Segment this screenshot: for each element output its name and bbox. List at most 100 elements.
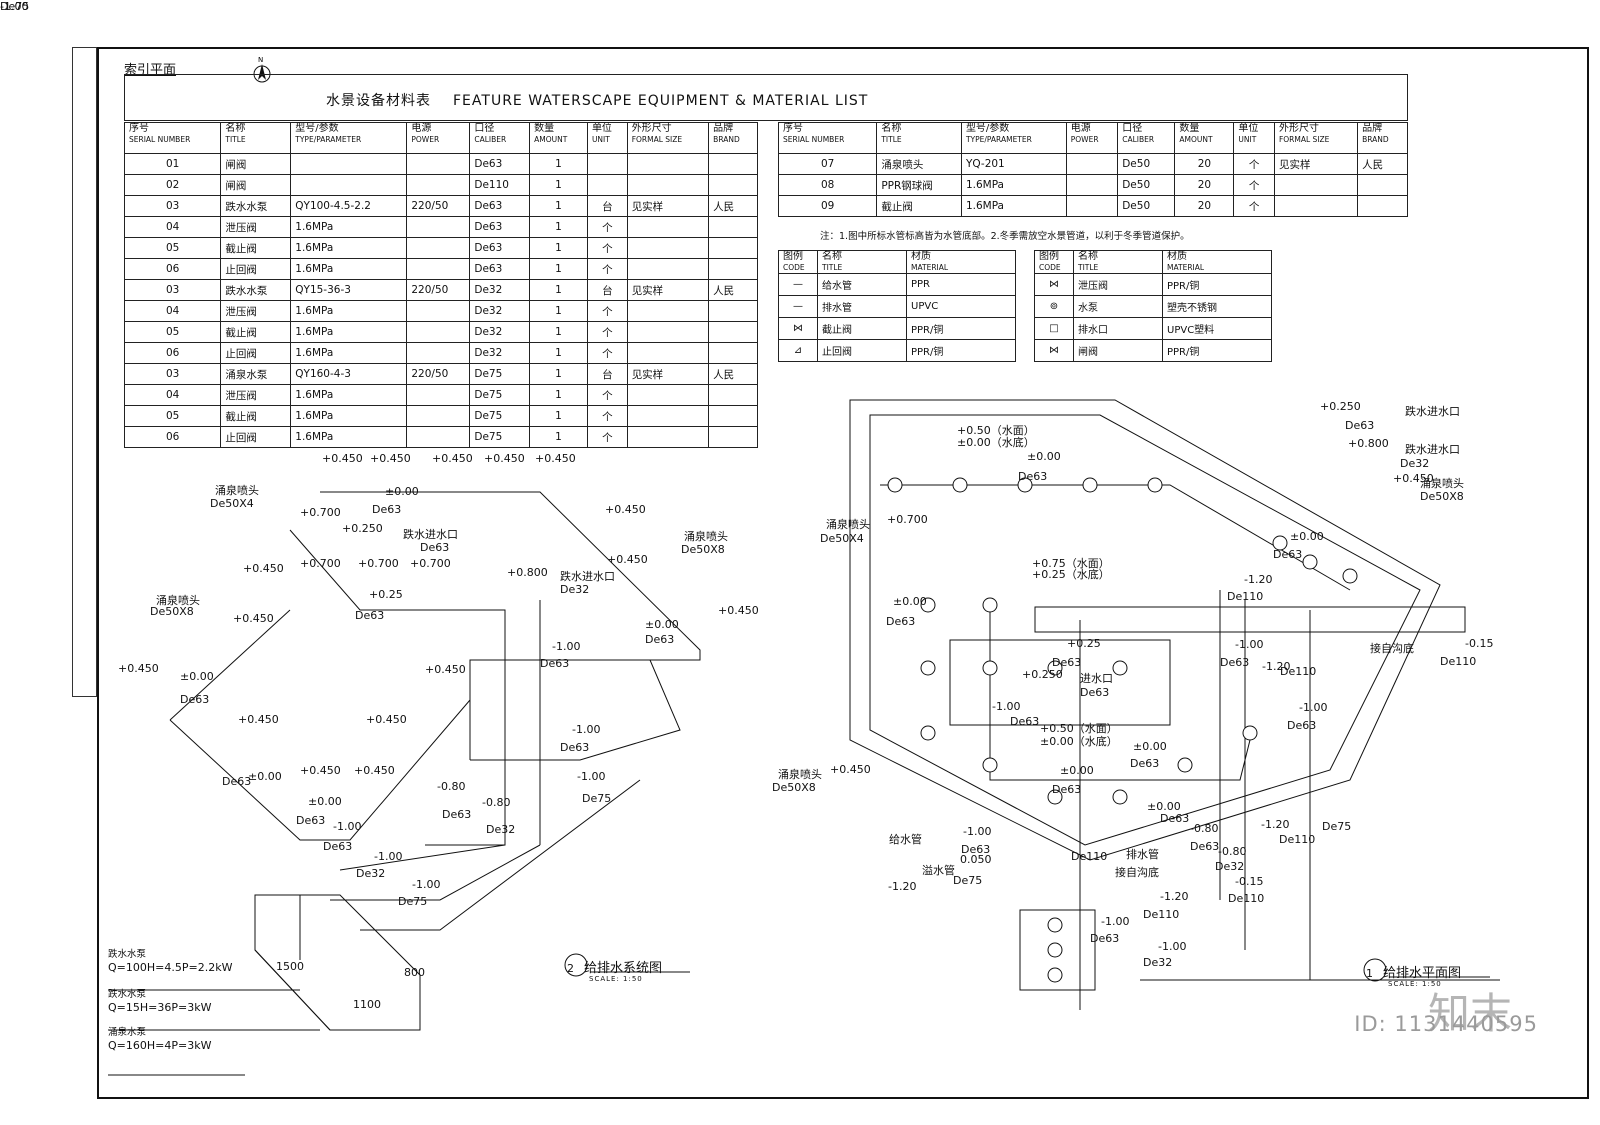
diagram-label: De110: [1440, 655, 1477, 668]
table-cell: De32: [469, 279, 531, 301]
diagram-label: 跌水进水口: [1405, 405, 1460, 418]
diagram-label: +0.450: [243, 562, 284, 575]
table-note: 注：1.图中所标水管标高皆为水管底部。2.冬季需放空水景管道，以利于冬季管道保护…: [820, 231, 1190, 242]
diagram-label: -1.20: [1244, 573, 1273, 586]
column-header-en: UNIT: [1238, 135, 1257, 144]
diagram-label: De63: [886, 615, 916, 628]
diagram-label: De110: [1071, 850, 1108, 863]
column-header-cn: 外形尺寸: [1278, 123, 1319, 134]
column-header-cn: 口径: [474, 123, 495, 134]
diagram-label: De75: [582, 792, 612, 805]
system-pipe: [289, 529, 506, 846]
plan-inner-wall: [869, 414, 1421, 846]
diagram-label: -1.00: [1158, 940, 1187, 953]
table-cell: De110: [469, 174, 531, 196]
diagram-label: ±0.00: [1133, 740, 1167, 753]
column-header-cn: 数量: [534, 123, 555, 134]
diagram-label: 接自沟底: [1370, 642, 1414, 655]
drawing-1-scale: SCALE: 1:50: [1388, 980, 1442, 988]
diagram-label: 涌泉喷头: [778, 768, 822, 781]
table-cell: 03: [123, 363, 222, 385]
column-header-cn: 名称: [225, 123, 246, 134]
diagram-label: De63: [560, 741, 590, 754]
pump-name: 涌泉水泵: [108, 1027, 147, 1038]
diagram-label: De32: [486, 823, 516, 836]
column-header-cn: 口径: [1122, 123, 1143, 134]
column-header-en: TITLE: [881, 135, 902, 144]
diagram-label: De32: [1143, 956, 1173, 969]
diagram-label: +0.450: [605, 503, 646, 516]
plan-basin: [949, 639, 1171, 726]
diagram-label: +0.800: [1348, 437, 1389, 450]
table-cell: 220/50: [406, 279, 471, 301]
legend-row: ⊚水泵塑壳不锈钢: [1034, 295, 1272, 318]
table-cell: QY160-4-3: [290, 363, 408, 385]
legend-header-cn: 名称: [822, 251, 842, 262]
pump-name: 跌水水泵: [108, 989, 147, 1000]
diagram-label: +0.450: [118, 662, 159, 675]
column-header-en: SERIAL NUMBER: [129, 135, 191, 144]
diagram-label: De63: [1052, 783, 1082, 796]
pump-spec: Q=100H=4.5P=2.2kW: [108, 961, 233, 974]
diagram-label: De63: [1080, 686, 1110, 699]
diagram-label: De63: [442, 808, 472, 821]
diagram-label: De63: [296, 814, 326, 827]
legend-header-cn: 图例: [783, 251, 803, 262]
diagram-label: ±0.00: [248, 770, 282, 783]
table-cell: 1.6MPa: [960, 174, 1067, 196]
diagram-label: 跌水进水口: [560, 570, 615, 583]
drawing-1-name: 给排水平面图: [1383, 966, 1462, 981]
column-header-en: BRAND: [1362, 135, 1389, 144]
diagram-label: +0.450: [322, 452, 363, 465]
diagram-label: +0.450: [432, 452, 473, 465]
legend-name: 止回阀: [817, 339, 907, 362]
legend-header-en: CODE: [783, 263, 805, 272]
column-header-cn: 数量: [1179, 123, 1200, 134]
diagram-label: ±0.00: [893, 595, 927, 608]
title-block-strip: [72, 47, 97, 697]
diagram-label: 涌泉喷头: [215, 484, 259, 497]
table-cell: De75: [469, 405, 531, 427]
diagram-label: -1.20: [1262, 660, 1291, 673]
diagram-label: 涌泉喷头: [684, 530, 728, 543]
diagram-label: +0.450: [484, 452, 525, 465]
table-cell: [1357, 195, 1408, 217]
system-pipe: [320, 491, 701, 760]
diagram-label: -1.20: [1160, 890, 1189, 903]
diagram-label: De50X4: [820, 532, 864, 545]
table-cell: 20: [1174, 174, 1235, 196]
table-cell: 20: [1174, 195, 1235, 217]
column-header-cn: 型号/参数: [295, 123, 339, 134]
diagram-label: ±0.00（水底）: [1040, 735, 1118, 748]
plan-pump-room: [1019, 909, 1096, 991]
diagram-label: De32: [1400, 457, 1430, 470]
column-header-en: TITLE: [225, 135, 246, 144]
diagram-label: +0.700: [410, 557, 451, 570]
diagram-label: De75: [0, 0, 30, 13]
diagram-label: De75: [953, 874, 983, 887]
column-header-en: FORMAL SIZE: [1278, 135, 1330, 144]
diagram-label: ±0.00: [1147, 800, 1181, 813]
diagram-label: De75: [1322, 820, 1352, 833]
table-cell: 泄压阀: [220, 300, 292, 322]
system-pipe: [470, 659, 681, 761]
column-header-cn: 电源: [1070, 123, 1091, 134]
table-cell: 1: [529, 153, 588, 175]
table-cell: 止回阀: [220, 258, 292, 280]
